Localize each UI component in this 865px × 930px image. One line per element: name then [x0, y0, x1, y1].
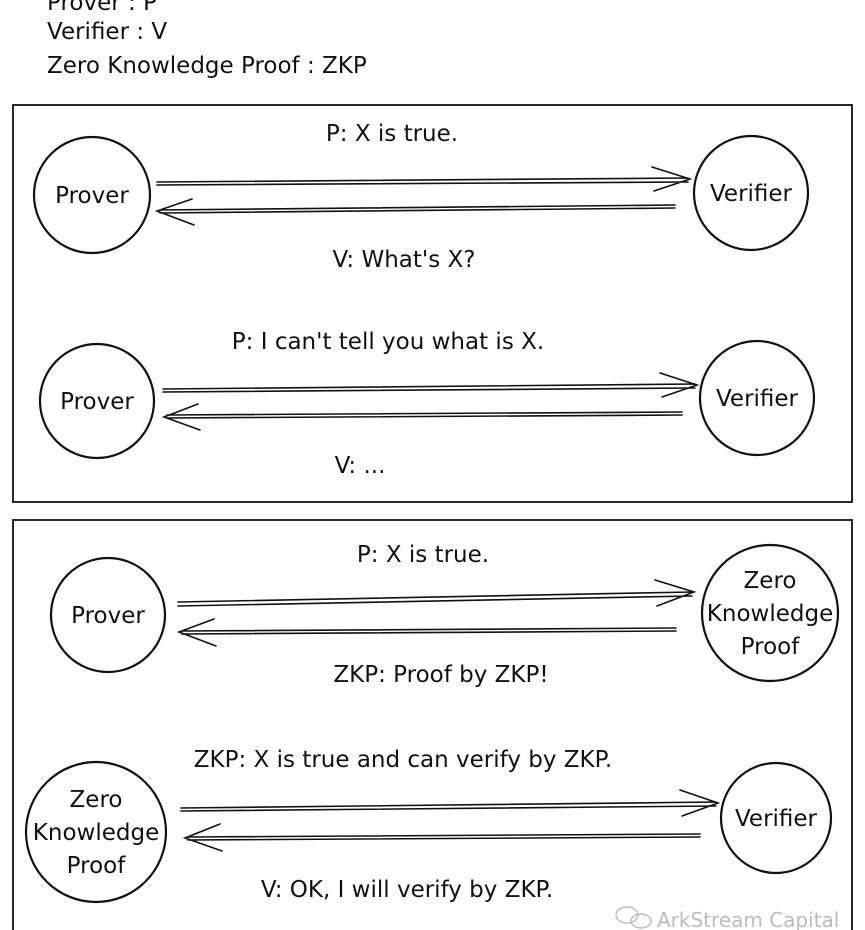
zkp-label-line-2: Knowledge	[707, 601, 833, 627]
prover-node	[49, 556, 167, 674]
arrow-right	[156, 166, 693, 192]
message-bottom: V: ...	[335, 453, 386, 479]
message-bottom: V: OK, I will verify by ZKP.	[261, 877, 553, 903]
verifier-label: Verifier	[735, 806, 818, 832]
legend-verifier: Verifier : V	[47, 19, 168, 45]
prover-label: Prover	[55, 183, 129, 209]
watermark: ArkStream Capital	[615, 906, 839, 930]
prover-node	[38, 342, 156, 460]
verifier-label: Verifier	[716, 386, 799, 412]
panel-1-row-2: Prover Verifier P: I can't tell you what…	[38, 329, 816, 479]
watermark-text: ArkStream Capital	[657, 908, 839, 930]
panel-1-frame	[12, 104, 853, 503]
legend-zkp: Zero Knowledge Proof : ZKP	[47, 53, 367, 79]
arrow-left	[161, 403, 683, 431]
message-bottom: V: What's X?	[333, 247, 476, 273]
chat-bubble-icon	[615, 906, 652, 929]
verifier-node	[719, 761, 833, 875]
panel-2-row-2: Zero Knowledge Proof Verifier ZKP: X is …	[24, 747, 833, 904]
prover-label: Prover	[60, 389, 134, 415]
zkp-label-line-1: Zero	[744, 568, 797, 594]
panel-1-row-1: Prover Verifier P: X is true. V: What's …	[32, 121, 810, 273]
arrow-right	[177, 579, 697, 607]
zkp-label-line-3: Proof	[741, 634, 801, 660]
zkp-node	[700, 543, 840, 683]
zkp-label-line-1: Zero	[70, 787, 123, 813]
panel-2-frame	[12, 519, 853, 930]
zkp-label-line-3: Proof	[67, 853, 127, 879]
arrow-right	[180, 789, 721, 817]
panel-2-row-1: Prover Zero Knowledge Proof P: X is true…	[49, 542, 840, 688]
zkp-node	[24, 760, 168, 904]
verifier-node	[698, 339, 816, 457]
prover-node	[32, 135, 152, 255]
arrow-left	[154, 198, 676, 226]
verifier-node	[692, 134, 810, 252]
arrow-right	[162, 372, 700, 398]
zkp-label-line-2: Knowledge	[33, 820, 159, 846]
message-top: P: X is true.	[326, 121, 458, 147]
prover-label: Prover	[71, 603, 145, 629]
message-top: ZKP: X is true and can verify by ZKP.	[194, 747, 612, 773]
verifier-label: Verifier	[710, 181, 793, 207]
legend-prover: Prover : P	[47, 0, 157, 16]
message-top: P: I can't tell you what is X.	[232, 329, 544, 355]
arrow-left	[176, 618, 677, 647]
arrow-left	[182, 823, 701, 852]
message-bottom: ZKP: Proof by ZKP!	[333, 662, 548, 688]
message-top: P: X is true.	[357, 542, 489, 568]
